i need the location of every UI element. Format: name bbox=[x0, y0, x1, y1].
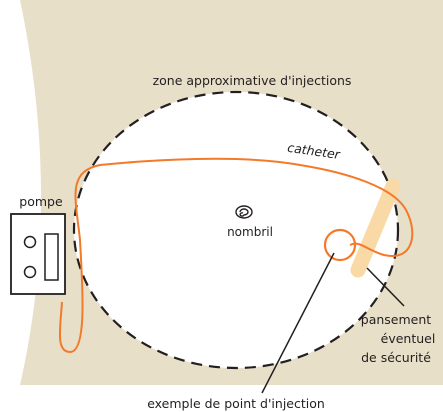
pump bbox=[10, 213, 66, 295]
pump-button-top bbox=[23, 235, 37, 249]
navel-spiral-icon bbox=[235, 205, 253, 219]
pompe-label: pompe bbox=[19, 194, 63, 209]
pump-button-bottom bbox=[23, 265, 37, 279]
pansement-label-line2: éventuel bbox=[381, 331, 436, 346]
pansement-label-line1: pansement bbox=[361, 312, 432, 327]
injection-site bbox=[323, 228, 357, 262]
injection-pointer-line bbox=[261, 252, 335, 394]
pump-screen bbox=[44, 233, 59, 281]
exemple-label: exemple de point d'injection bbox=[147, 396, 325, 411]
pansement-label-line3: de sécurité bbox=[361, 350, 431, 365]
dressing-pointer-line bbox=[366, 267, 405, 307]
safety-dressing bbox=[350, 178, 401, 278]
zone-label: zone approximative d'injections bbox=[153, 73, 352, 88]
catheter-tube bbox=[58, 157, 414, 354]
nombril-label: nombril bbox=[227, 225, 273, 239]
catheter-label: catheter bbox=[286, 140, 341, 162]
